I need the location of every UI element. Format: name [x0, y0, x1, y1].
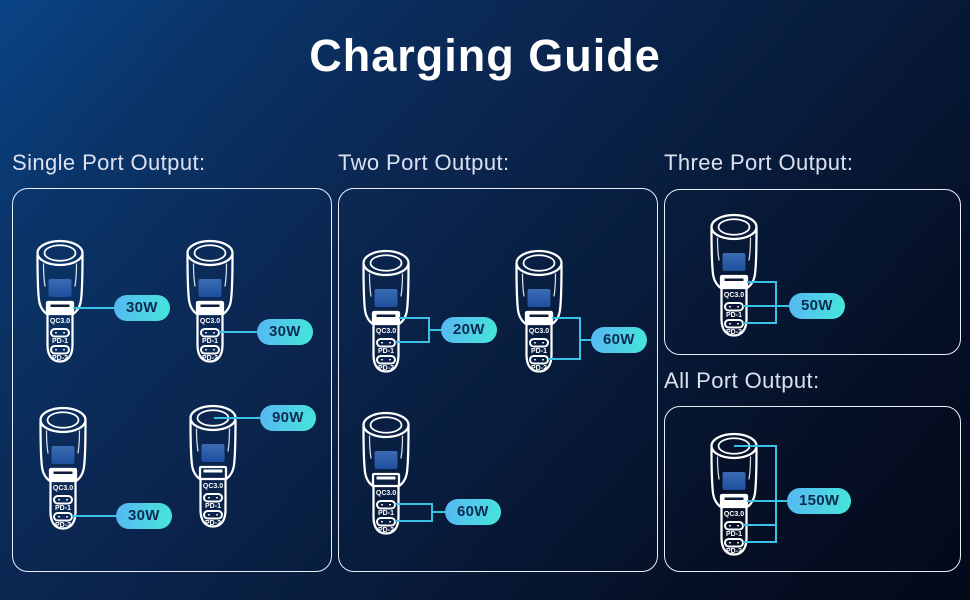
charger-illustration	[175, 239, 245, 364]
leader-line	[743, 305, 775, 307]
panel-all-port: 150W	[664, 406, 961, 572]
leader-line	[214, 417, 260, 419]
charger-illustration	[351, 411, 421, 536]
watt-badge: 90W	[260, 405, 316, 431]
charger-illustration	[25, 239, 95, 364]
connector-line	[579, 317, 581, 360]
charger-illustration	[504, 249, 574, 374]
charger-illustration	[178, 404, 248, 529]
leader-line	[395, 520, 431, 522]
leader-line	[219, 331, 257, 333]
charger-illustration	[28, 406, 98, 531]
watt-badge: 30W	[114, 295, 170, 321]
panel-two-port: 20W 60W 60W	[338, 188, 658, 572]
watt-badge: 150W	[787, 488, 852, 514]
leader-line	[395, 503, 431, 505]
leader-line	[743, 524, 775, 526]
watt-badge: 30W	[257, 319, 313, 345]
leader-line	[579, 339, 591, 341]
leader-line	[431, 511, 445, 513]
watt-badge: 50W	[789, 293, 845, 319]
leader-line	[743, 541, 775, 543]
watt-badge: 20W	[441, 317, 497, 343]
leader-line	[747, 500, 775, 502]
leader-line	[734, 445, 775, 447]
leader-line	[72, 515, 116, 517]
heading-two-port: Two Port Output:	[338, 150, 510, 175]
leader-line	[743, 322, 775, 324]
leader-line	[747, 281, 775, 283]
heading-three-port: Three Port Output:	[664, 150, 854, 175]
leader-line	[548, 358, 579, 360]
charger-illustration	[699, 213, 769, 338]
heading-single-port: Single Port Output:	[12, 150, 206, 175]
panel-three-port: 50W	[664, 189, 961, 355]
leader-line	[73, 307, 114, 309]
leader-line	[775, 500, 787, 502]
charger-illustration	[351, 249, 421, 374]
page-title: Charging Guide	[309, 30, 661, 81]
panel-single-port: 30W 30W 30W 90W	[12, 188, 332, 572]
watt-badge: 60W	[591, 327, 647, 353]
watt-badge: 60W	[445, 499, 501, 525]
connector-line	[775, 281, 777, 324]
leader-line	[395, 341, 428, 343]
leader-line	[428, 329, 441, 331]
heading-all-port: All Port Output:	[664, 368, 820, 393]
leader-line	[775, 305, 789, 307]
leader-line	[399, 317, 428, 319]
watt-badge: 30W	[116, 503, 172, 529]
connector-line	[775, 445, 777, 543]
leader-line	[552, 317, 579, 319]
charger-illustration	[699, 432, 769, 557]
